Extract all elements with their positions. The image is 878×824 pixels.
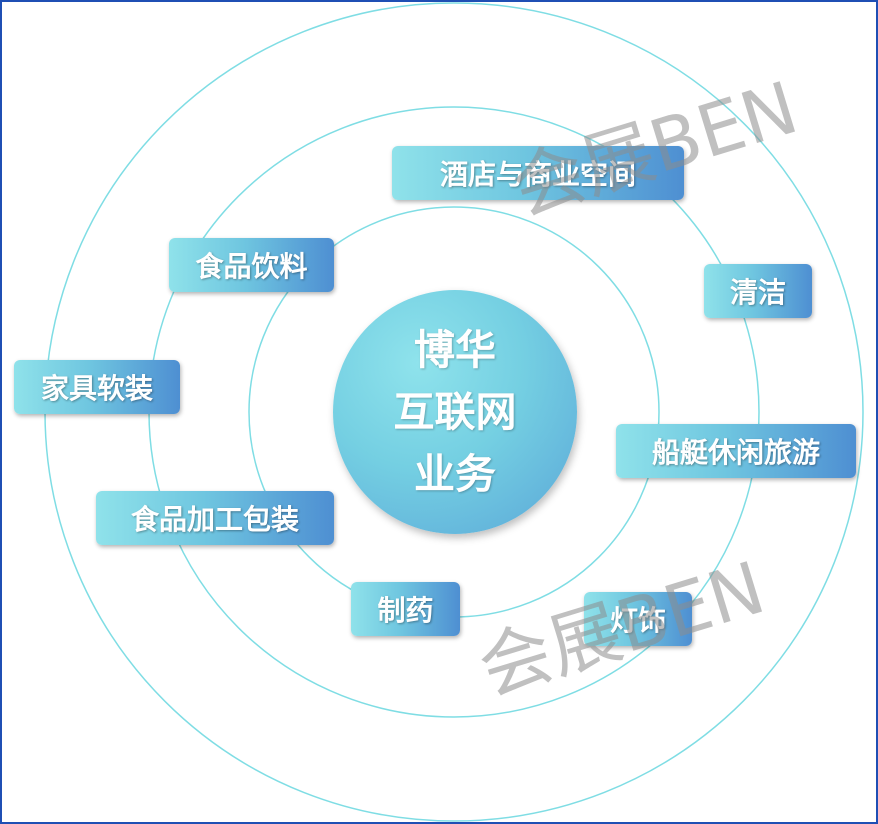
sector-tag-furniture: 家具软装: [14, 360, 180, 414]
center-line-2: 互联网: [393, 388, 517, 436]
center-line-3: 业务: [414, 450, 496, 498]
sector-tag-food-beverage: 食品饮料: [169, 238, 334, 292]
center-line-1: 博华: [414, 326, 496, 374]
sector-tag-food-processing: 食品加工包装: [96, 491, 334, 545]
sector-tag-lighting: 灯饰: [584, 592, 692, 646]
center-circle: 博华 互联网 业务: [333, 290, 577, 534]
sector-tag-cleaning: 清洁: [704, 264, 812, 318]
sector-tag-hotel: 酒店与商业空间: [392, 146, 684, 200]
sector-tag-pharma: 制药: [351, 582, 460, 636]
sector-tag-boating: 船艇休闲旅游: [616, 424, 856, 478]
